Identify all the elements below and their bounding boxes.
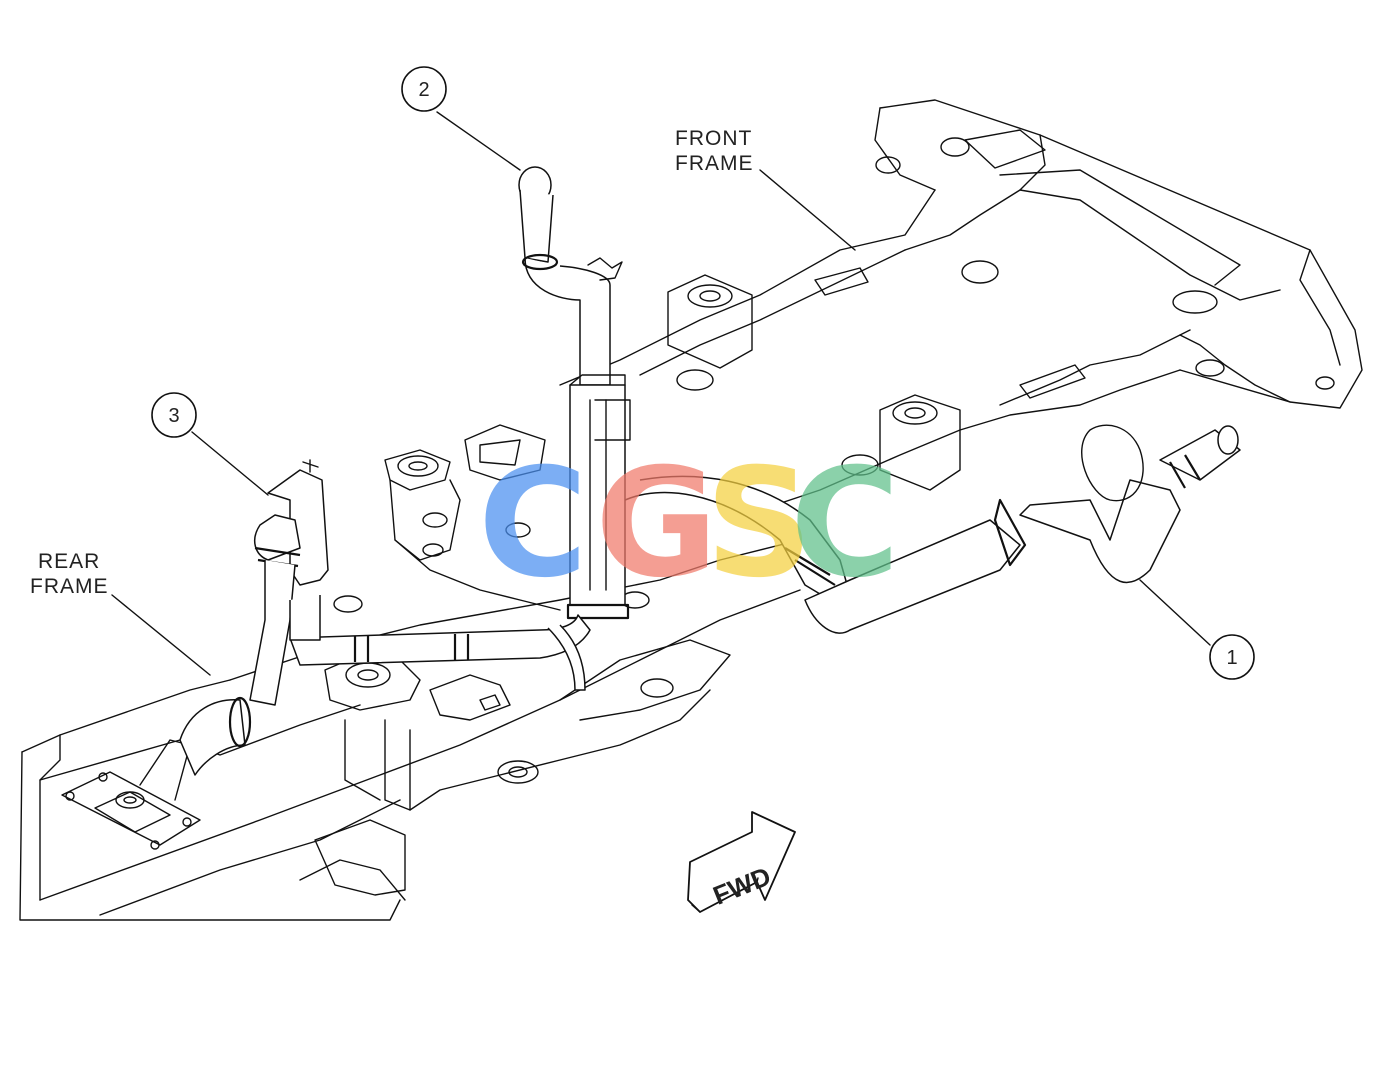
watermark-letter-c2: C bbox=[790, 437, 900, 611]
rear-frame-label: REAR FRAME bbox=[30, 550, 109, 598]
callout-3: 3 bbox=[151, 392, 197, 438]
callout-1-number: 1 bbox=[1226, 647, 1237, 669]
watermark: C G S C bbox=[478, 437, 900, 611]
front-frame bbox=[559, 99, 1363, 511]
exhaust-pipes bbox=[179, 166, 1241, 776]
watermark-letter-s: S bbox=[705, 437, 813, 611]
callout-1: 1 bbox=[1209, 634, 1255, 680]
callout-2-number: 2 bbox=[418, 79, 429, 101]
rear-frame-label-line1: REAR bbox=[38, 550, 100, 573]
forward-arrow: FWD bbox=[687, 811, 796, 913]
watermark-letter-g: G bbox=[595, 437, 718, 611]
front-frame-label: FRONT FRAME bbox=[675, 127, 754, 175]
watermark-letter-c1: C bbox=[478, 437, 588, 611]
callout-3-number: 3 bbox=[168, 405, 179, 427]
callout-2: 2 bbox=[401, 66, 447, 112]
front-frame-label-line1: FRONT bbox=[675, 127, 752, 150]
rear-frame-label-line2: FRAME bbox=[30, 575, 109, 598]
leader-lines bbox=[111, 111, 1211, 676]
front-frame-label-line2: FRAME bbox=[675, 152, 754, 175]
rear-frame bbox=[19, 424, 801, 921]
